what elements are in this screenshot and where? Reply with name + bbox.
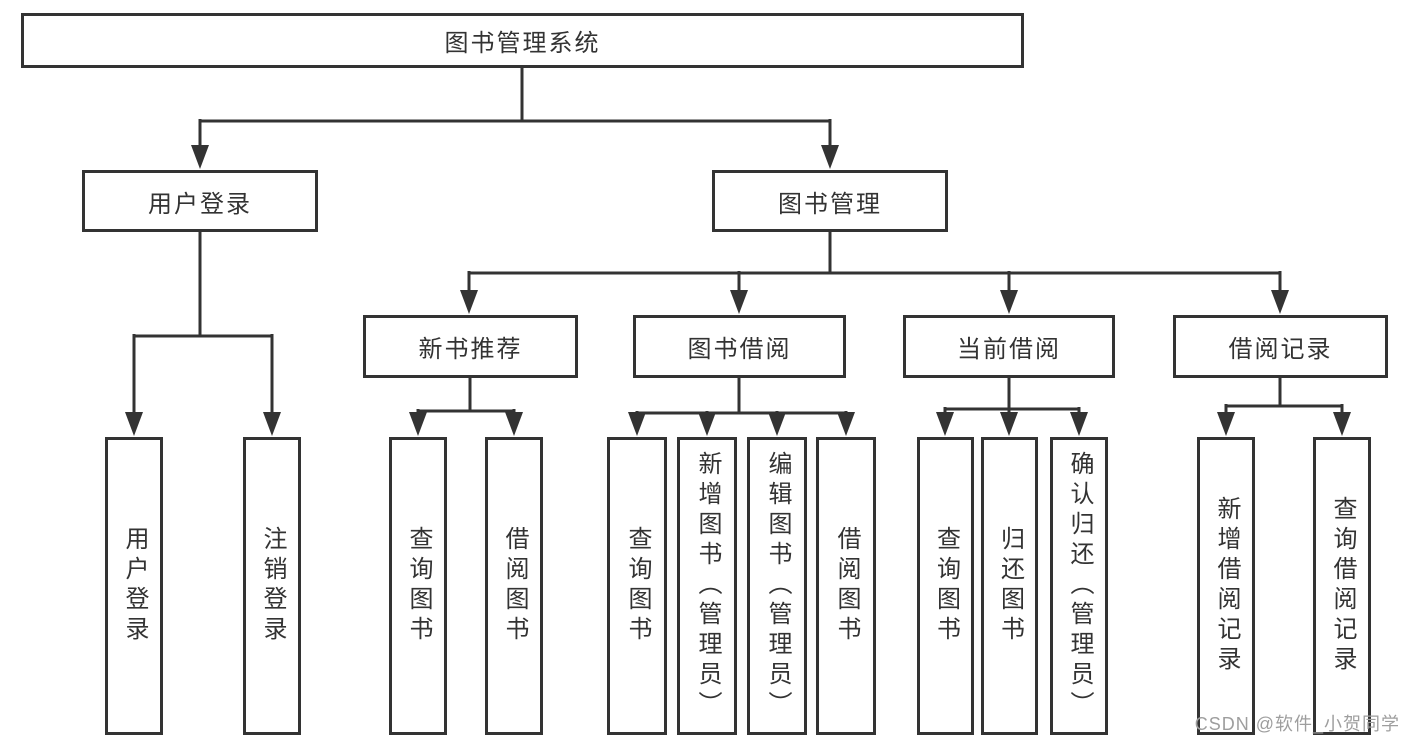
leaf-borrow-borrow-label: 借阅图书 bbox=[833, 526, 860, 646]
leaf-current-return: 归还图书 bbox=[981, 437, 1038, 735]
node-new-book-recommend-label: 新书推荐 bbox=[418, 336, 523, 363]
node-user-login-label: 用户登录 bbox=[148, 190, 252, 218]
leaf-borrow-add-admin-label: 新增图书（管理员） bbox=[694, 451, 721, 721]
leaf-records-add: 新增借阅记录 bbox=[1197, 437, 1255, 735]
node-root-label: 图书管理系统 bbox=[444, 30, 601, 57]
leaf-newbook-query-label: 查询图书 bbox=[405, 526, 432, 646]
node-current-borrow: 当前借阅 bbox=[903, 315, 1115, 378]
leaf-borrow-add-admin: 新增图书（管理员） bbox=[677, 437, 737, 735]
leaf-records-query-label: 查询借阅记录 bbox=[1329, 496, 1356, 676]
node-book-management: 图书管理 bbox=[712, 170, 948, 232]
node-new-book-recommend: 新书推荐 bbox=[363, 315, 578, 378]
node-book-borrow-label: 图书借阅 bbox=[687, 336, 792, 363]
leaf-current-query-label: 查询图书 bbox=[932, 526, 960, 646]
leaf-borrow-query-label: 查询图书 bbox=[624, 526, 651, 646]
leaf-records-query: 查询借阅记录 bbox=[1313, 437, 1371, 735]
node-book-management-label: 图书管理 bbox=[778, 190, 882, 218]
leaf-logout-label: 注销登录 bbox=[259, 526, 286, 646]
leaf-newbook-borrow: 借阅图书 bbox=[485, 437, 543, 735]
leaf-user-login: 用户登录 bbox=[105, 437, 163, 735]
leaf-newbook-borrow-label: 借阅图书 bbox=[501, 526, 528, 646]
leaf-current-confirm-return-admin: 确认归还（管理员） bbox=[1050, 437, 1108, 735]
node-borrow-records-label: 借阅记录 bbox=[1228, 336, 1333, 363]
leaf-current-confirm-return-admin-label: 确认归还（管理员） bbox=[1066, 451, 1093, 721]
leaf-borrow-edit-admin: 编辑图书（管理员） bbox=[747, 437, 807, 735]
csdn-watermark: CSDN @软件_小贺同学 bbox=[1194, 714, 1400, 734]
leaf-current-return-label: 归还图书 bbox=[996, 526, 1024, 646]
leaf-borrow-query: 查询图书 bbox=[607, 437, 667, 735]
node-borrow-records: 借阅记录 bbox=[1173, 315, 1388, 378]
leaf-current-query: 查询图书 bbox=[917, 437, 974, 735]
leaf-logout: 注销登录 bbox=[243, 437, 301, 735]
leaf-borrow-borrow: 借阅图书 bbox=[816, 437, 876, 735]
leaf-user-login-label: 用户登录 bbox=[121, 526, 148, 646]
leaf-records-add-label: 新增借阅记录 bbox=[1213, 496, 1240, 676]
node-current-borrow-label: 当前借阅 bbox=[957, 336, 1061, 363]
leaf-newbook-query: 查询图书 bbox=[389, 437, 447, 735]
leaf-borrow-edit-admin-label: 编辑图书（管理员） bbox=[764, 451, 791, 721]
node-user-login: 用户登录 bbox=[82, 170, 318, 232]
node-root: 图书管理系统 bbox=[21, 13, 1024, 68]
node-book-borrow: 图书借阅 bbox=[633, 315, 846, 378]
